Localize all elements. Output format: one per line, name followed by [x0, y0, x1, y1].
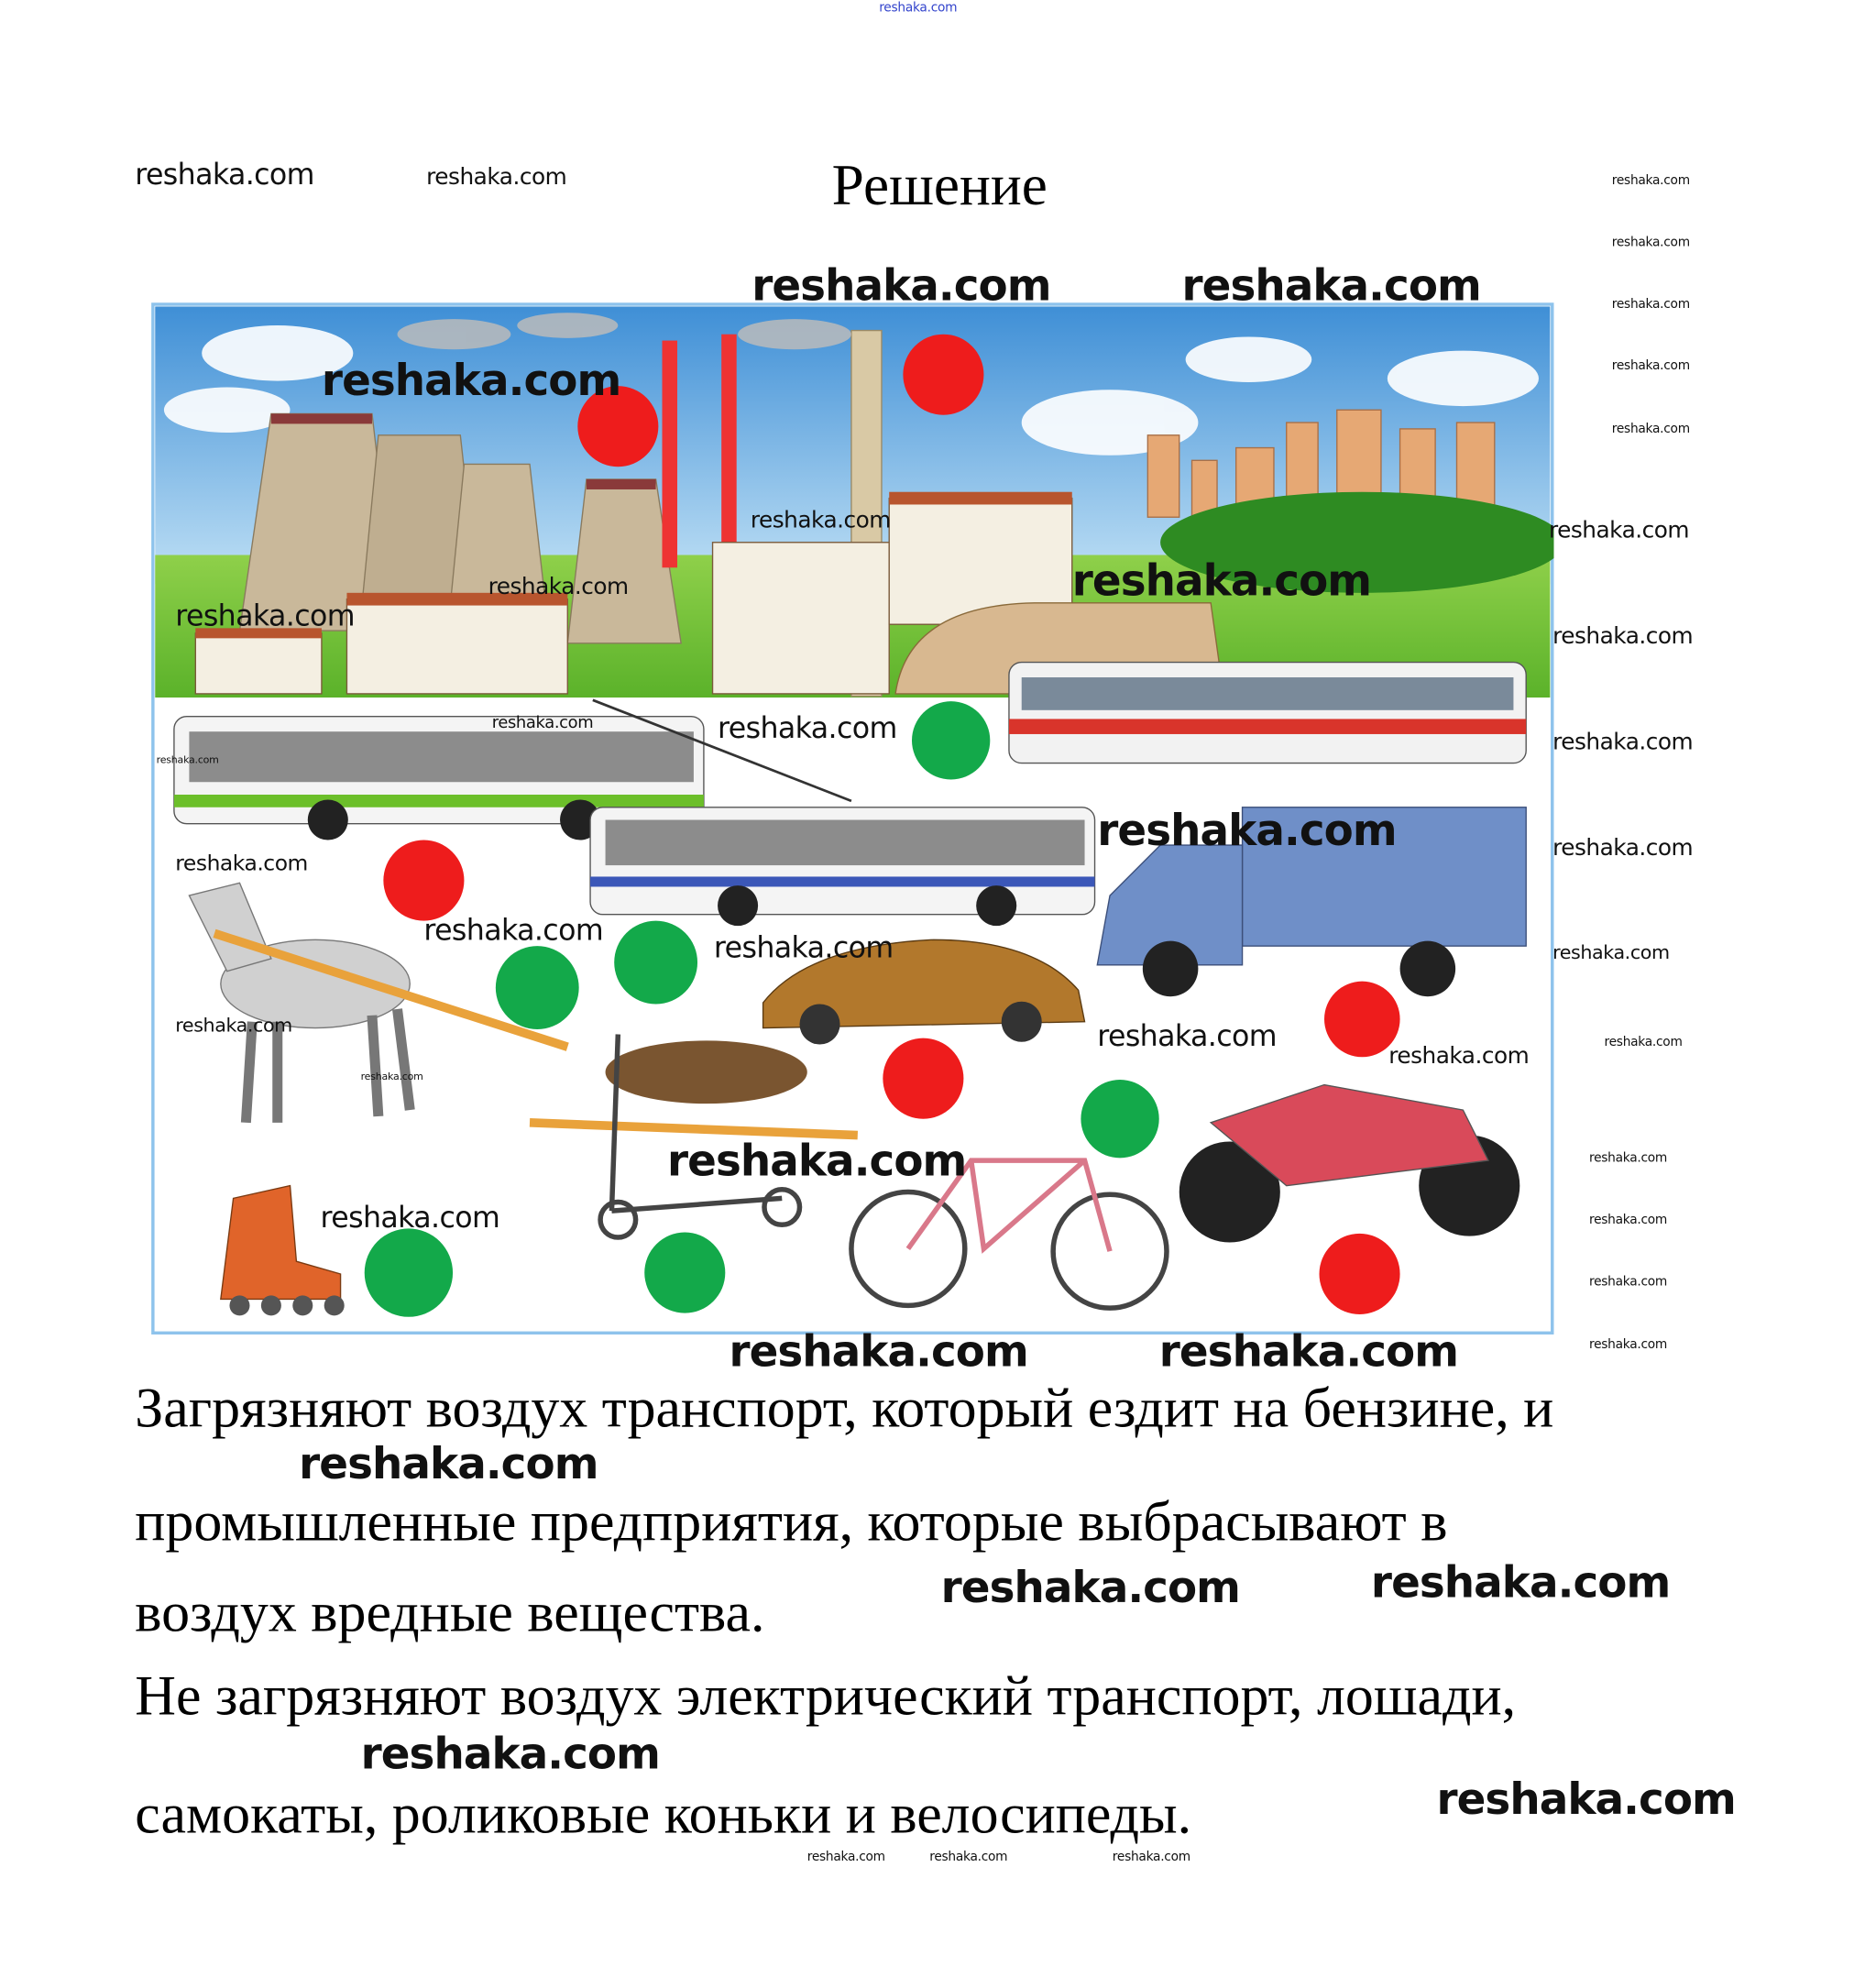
bicycle: [849, 1158, 1169, 1311]
polluting-dot-power-plant: [577, 386, 659, 467]
answer-line-1: Загрязняют воздух транспорт, который езд…: [135, 1376, 1554, 1440]
motorcycle: [1179, 1083, 1520, 1243]
watermark: reshaka.com: [1589, 1275, 1668, 1290]
watermark: reshaka.com: [729, 1326, 1028, 1378]
polluting-dot-bus: [383, 840, 465, 921]
scooter: [598, 1034, 803, 1240]
watermark: reshaka.com: [1158, 1326, 1459, 1378]
watermark: reshaka.com: [1436, 1774, 1736, 1826]
watermark: reshaka.com: [175, 1014, 292, 1038]
car: [762, 939, 1086, 1045]
watermark: reshaka.com: [1611, 423, 1690, 437]
clean-dot-bicycle: [1081, 1080, 1159, 1159]
watermark: reshaka.com: [299, 1439, 598, 1490]
polluting-dot-truck: [1324, 981, 1400, 1058]
truck: [1096, 807, 1527, 997]
watermark: reshaka.com: [320, 1202, 500, 1236]
watermark: reshaka.com: [360, 1729, 661, 1780]
trolleybus: [589, 698, 1096, 927]
clean-dot-tram: [911, 701, 991, 780]
watermark: reshaka.com: [1604, 1035, 1683, 1049]
polluting-dot-factory: [903, 334, 984, 415]
transport-illustration: [151, 302, 1554, 1335]
watermark: reshaka.com: [1589, 1338, 1668, 1353]
clouds: [163, 325, 1539, 456]
watermark: reshaka.com: [751, 260, 1051, 312]
watermark: reshaka.com: [1611, 173, 1690, 189]
watermark: reshaka.com: [1611, 236, 1690, 250]
watermark: reshaka.com: [488, 574, 630, 601]
watermark: reshaka.com: [1097, 1020, 1277, 1054]
watermark: reshaka.com: [718, 712, 897, 746]
watermark: reshaka.com: [423, 914, 604, 948]
watermark: reshaka.com: [1589, 1213, 1668, 1228]
clean-dot-scooter: [644, 1232, 726, 1313]
watermark: reshaka.com: [1181, 260, 1481, 312]
watermark: reshaka.com: [491, 713, 594, 733]
forest: [1160, 491, 1554, 593]
watermark: reshaka.com: [940, 1563, 1241, 1614]
watermark: reshaka.com: [1097, 806, 1397, 857]
clean-dot-horse: [495, 946, 579, 1029]
bus: [173, 715, 705, 840]
watermark: reshaka.com: [1552, 940, 1670, 964]
watermark: reshaka.com: [156, 753, 219, 766]
page-title: Решение: [831, 152, 1048, 217]
answer-line-5: самокаты, роликовые коньки и велосипеды.: [135, 1782, 1192, 1846]
answer-line-2: промышленные предприятия, которые выбрас…: [135, 1489, 1448, 1554]
watermark: reshaka.com: [175, 851, 308, 877]
markers: [364, 334, 1400, 1317]
watermark: reshaka.com: [1589, 1151, 1668, 1166]
watermark: reshaka.com: [175, 600, 355, 633]
watermark: reshaka.com: [750, 507, 892, 534]
watermark: reshaka.com: [360, 1071, 423, 1082]
polluting-dot-motorcycle: [1319, 1233, 1400, 1315]
clean-dot-roller-skates: [364, 1228, 454, 1317]
watermark: reshaka.com: [1611, 359, 1690, 374]
watermark: reshaka.com: [1552, 622, 1694, 650]
watermark: reshaka.com: [713, 932, 894, 965]
polluting-dot-car: [883, 1038, 964, 1119]
watermark: reshaka.com: [1370, 1557, 1671, 1609]
clean-dot-trolleybus: [614, 920, 698, 1005]
watermark: reshaka.com: [321, 356, 621, 407]
answer-line-3: воздух вредные вещества.: [135, 1580, 765, 1644]
tram: [1008, 661, 1527, 764]
horse-sleigh: [188, 882, 859, 1140]
answer-line-4: Не загрязняют воздух электрический транс…: [135, 1664, 1517, 1728]
watermark: reshaka.com: [426, 163, 567, 191]
top-watermark[interactable]: reshaka.com: [879, 1, 958, 16]
watermark: reshaka.com: [1548, 517, 1690, 544]
watermark: reshaka.com: [929, 1850, 1008, 1865]
roller-skate: [220, 1184, 345, 1316]
watermark: reshaka.com: [1388, 1043, 1530, 1071]
watermark: reshaka.com: [135, 159, 314, 192]
watermark: reshaka.com: [1112, 1850, 1190, 1865]
watermark: reshaka.com: [667, 1136, 967, 1188]
watermark: reshaka.com: [1552, 835, 1694, 862]
watermark: reshaka.com: [806, 1850, 885, 1865]
watermark: reshaka.com: [1611, 297, 1690, 312]
watermark: reshaka.com: [1071, 555, 1372, 607]
watermark: reshaka.com: [1552, 729, 1694, 756]
